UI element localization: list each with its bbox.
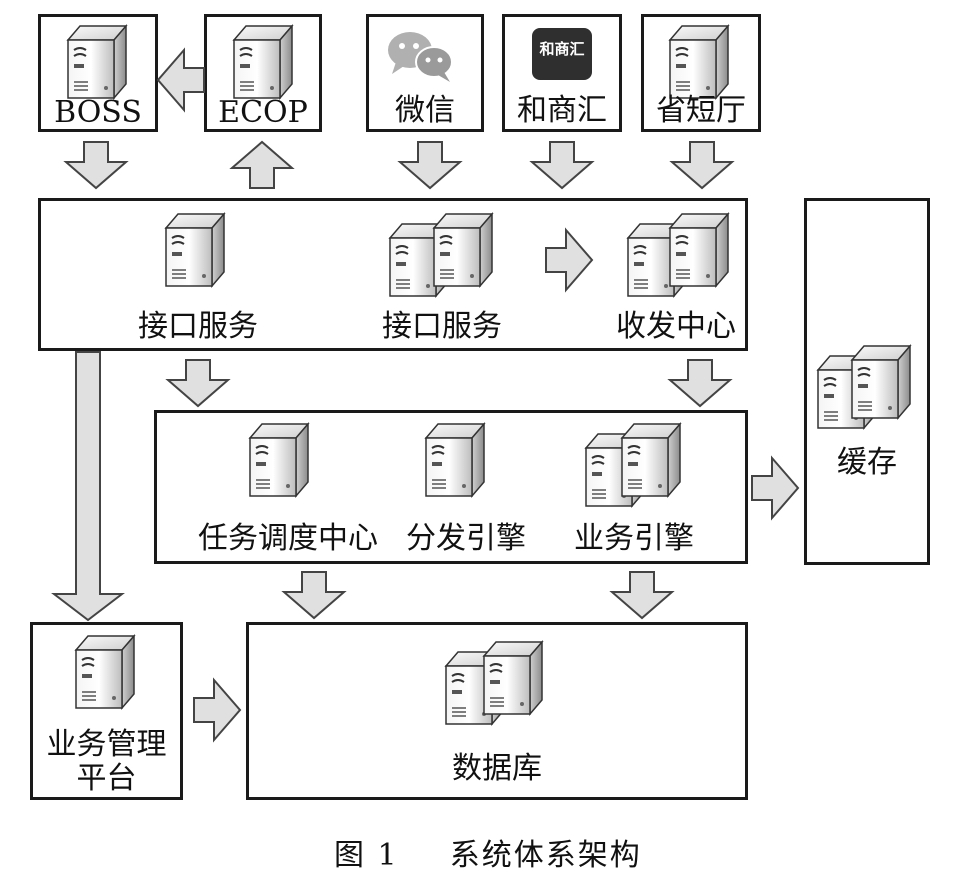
business-engine-label: 业务引擎 bbox=[574, 521, 694, 556]
arrow-boss-down bbox=[65, 141, 127, 189]
heshanghui-logo-text: 和商汇 bbox=[539, 40, 585, 58]
server-icon bbox=[425, 423, 485, 497]
heshanghui-logo-icon bbox=[532, 28, 592, 80]
shengduanting-label: 省短厅 bbox=[656, 93, 746, 128]
server-icon bbox=[483, 641, 543, 715]
distribution-engine-label: 分发引擎 bbox=[406, 521, 526, 556]
arrow-transceiver-to-engine bbox=[669, 359, 731, 407]
server-icon bbox=[851, 345, 911, 419]
ecop-label: ECOP bbox=[218, 95, 308, 130]
figure-number: 图 1 bbox=[334, 838, 399, 873]
arrow-to-transceiver bbox=[545, 229, 593, 291]
arrow-engine-to-database-right bbox=[611, 571, 673, 619]
cache-label: 缓存 bbox=[837, 445, 897, 480]
task-scheduler-label: 任务调度中心 bbox=[198, 521, 378, 556]
server-icon bbox=[669, 213, 729, 287]
business-mgmt-label-line2: 平台 bbox=[76, 761, 137, 796]
business-mgmt-label-line1: 业务管理 bbox=[46, 727, 167, 762]
figure-caption: 图 1 系统体系架构 bbox=[334, 830, 642, 874]
arrow-ecop-to-boss bbox=[157, 49, 205, 111]
weixin-label: 微信 bbox=[395, 93, 455, 128]
business-mgmt-box bbox=[30, 622, 183, 800]
database-label: 数据库 bbox=[452, 751, 542, 786]
figure-title: 系统体系架构 bbox=[449, 838, 642, 873]
arrow-heshanghui-down bbox=[531, 141, 593, 189]
transceiver-center-label: 收发中心 bbox=[616, 309, 736, 344]
boss-label: BOSS bbox=[54, 95, 142, 130]
server-icon bbox=[669, 25, 729, 99]
interface-service-2-label: 接口服务 bbox=[382, 309, 502, 344]
server-icon bbox=[75, 635, 135, 709]
server-icon bbox=[249, 423, 309, 497]
server-icon bbox=[165, 213, 225, 287]
arrow-mgmt-to-database bbox=[193, 679, 241, 741]
arrow-engine-to-database-left bbox=[283, 571, 345, 619]
interface-service-1-label: 接口服务 bbox=[138, 309, 258, 344]
arrow-up-to-ecop bbox=[231, 141, 293, 189]
server-icon bbox=[233, 25, 293, 99]
arrow-interface-to-engine bbox=[167, 359, 229, 407]
wechat-icon bbox=[388, 32, 453, 82]
arrow-shengduanting-down bbox=[671, 141, 733, 189]
arrow-weixin-down bbox=[399, 141, 461, 189]
arrow-interface-to-business-mgmt bbox=[51, 351, 125, 622]
server-icon bbox=[621, 423, 681, 497]
server-icon bbox=[433, 213, 493, 287]
heshanghui-label: 和商汇 bbox=[517, 93, 607, 128]
server-icon bbox=[67, 25, 127, 99]
arrow-engine-to-cache bbox=[751, 457, 799, 519]
